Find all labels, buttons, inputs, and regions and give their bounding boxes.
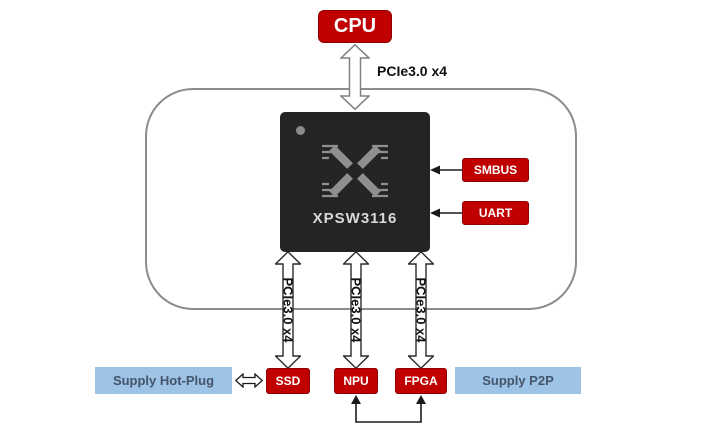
uart-arrow-icon (430, 208, 462, 218)
chip-logo-icon (322, 144, 388, 198)
uplink-double-arrow-icon (340, 44, 370, 110)
ssd-box: SSD (266, 368, 310, 394)
cpu-box: CPU (318, 10, 392, 43)
hot-plug-double-arrow-icon (235, 373, 263, 388)
supply-p2p-box: Supply P2P (455, 367, 581, 394)
chip-name: XPSW3116 (312, 210, 398, 227)
npu-fpga-p2p-connector-icon (351, 395, 426, 423)
chip: XPSW3116 (280, 112, 430, 252)
npu-box: NPU (334, 368, 378, 394)
downlink-label-npu: PCIe3.0 x4 (348, 277, 364, 343)
supply-hot-plug-box: Supply Hot-Plug (95, 367, 232, 394)
uplink-label: PCIe3.0 x4 (377, 63, 448, 79)
smbus-arrow-icon (430, 165, 462, 175)
pin1-dot-icon (296, 126, 305, 135)
uart-box: UART (462, 201, 529, 225)
downlink-label-fpga: PCIe3.0 x4 (413, 277, 429, 343)
fpga-box: FPGA (395, 368, 447, 394)
smbus-box: SMBUS (462, 158, 529, 182)
downlink-label-ssd: PCIe3.0 x4 (280, 277, 296, 343)
